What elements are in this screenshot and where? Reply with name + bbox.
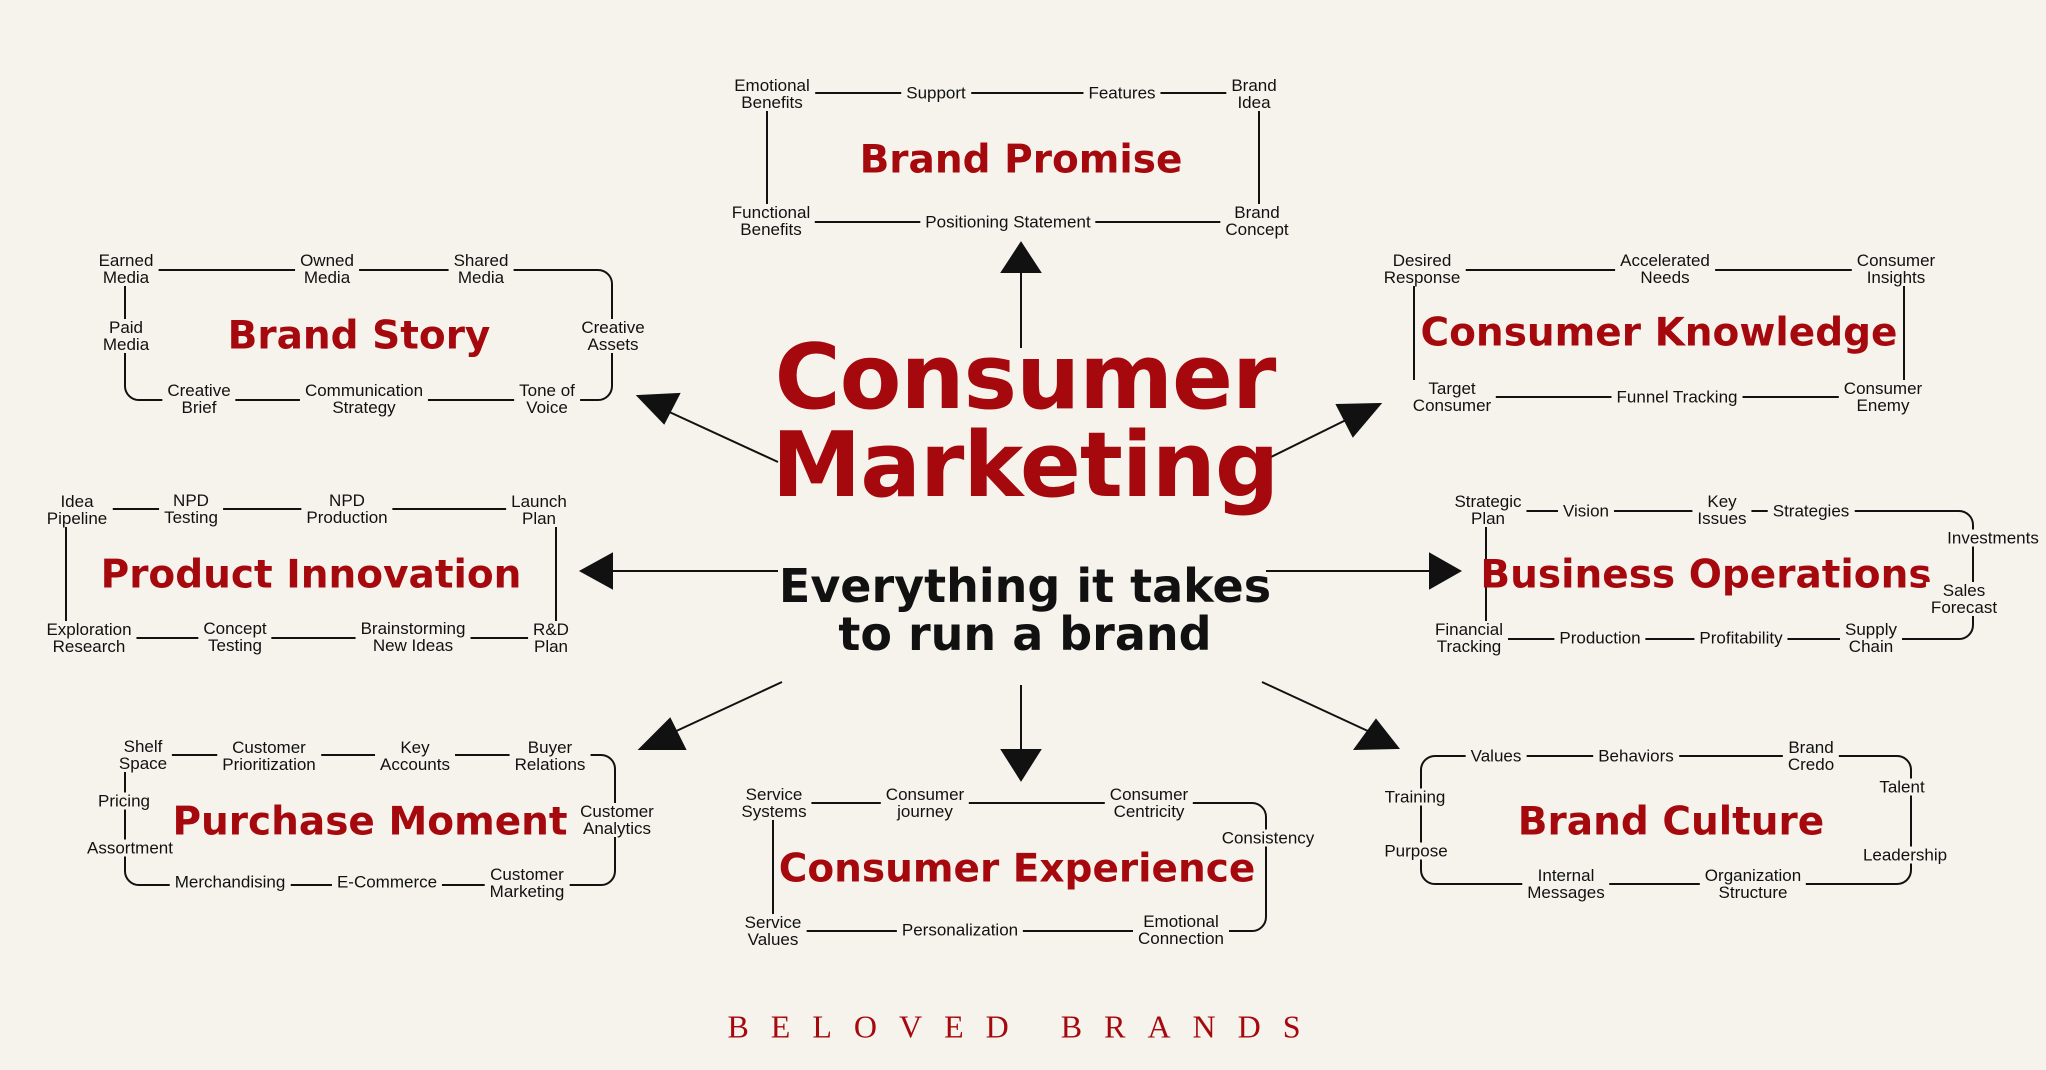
node-communication-strategy: Communication Strategy xyxy=(299,382,429,416)
node-consumer-centricity: Consumer Centricity xyxy=(1104,786,1194,820)
node-features: Features xyxy=(1083,84,1161,102)
node-brainstorming-new-ideas: Brainstorming New Ideas xyxy=(355,620,471,654)
consumer-knowledge-title: Consumer Knowledge xyxy=(1420,310,1898,356)
node-personalization: Personalization xyxy=(896,921,1024,939)
node-organization-structure: Organization Structure xyxy=(1699,867,1807,901)
node-shelf-space: Shelf Space xyxy=(113,738,173,772)
node-funnel-tracking: Funnel Tracking xyxy=(1611,388,1743,406)
node-positioning-statement: Positioning Statement xyxy=(920,213,1096,231)
node-emotional-connection: Emotional Connection xyxy=(1132,913,1230,947)
node-internal-messages: Internal Messages xyxy=(1522,867,1610,901)
node-concept-testing: Concept Testing xyxy=(198,620,272,654)
purchase-moment-title: Purchase Moment xyxy=(172,799,568,845)
node-assortment: Assortment xyxy=(82,839,178,857)
node-target-consumer: Target Consumer xyxy=(1407,380,1497,414)
node-behaviors: Behaviors xyxy=(1593,747,1679,765)
node-consumer-insights: Consumer Insights xyxy=(1851,252,1941,286)
node-profitability: Profitability xyxy=(1694,629,1788,647)
node-brand-idea: Brand Idea xyxy=(1226,77,1282,111)
node-consumer-journey: Consumer journey xyxy=(880,786,970,820)
footer-brand-logo: BELOVED BRANDS xyxy=(727,1008,1323,1045)
node-sales-forecast: Sales Forecast xyxy=(1925,582,2003,616)
arrowhead-brand-story xyxy=(635,392,681,425)
center-title: Consumer Marketing xyxy=(771,325,1280,518)
arrow-to-brand-story xyxy=(664,409,779,463)
node-service-values: Service Values xyxy=(739,914,807,948)
node-idea-pipeline: Idea Pipeline xyxy=(41,493,113,527)
node-strategies: Strategies xyxy=(1767,502,1855,520)
node-talent: Talent xyxy=(1874,778,1930,796)
brand-story-title: Brand Story xyxy=(227,313,491,359)
node-strategic-plan: Strategic Plan xyxy=(1449,493,1527,527)
node-earned-media: Earned Media xyxy=(93,252,159,286)
node-customer-marketing: Customer Marketing xyxy=(484,866,570,900)
node-consumer-enemy: Consumer Enemy xyxy=(1838,380,1928,414)
arrow-to-brand-culture xyxy=(1261,681,1371,733)
node-investments: Investments xyxy=(1942,529,2044,547)
node-rd-plan: R&D Plan xyxy=(528,621,574,655)
node-owned-media: Owned Media xyxy=(295,252,359,286)
node-functional-benefits: Functional Benefits xyxy=(726,204,816,238)
node-consistency: Consistency xyxy=(1216,829,1320,847)
node-merchandising: Merchandising xyxy=(169,873,291,891)
arrowhead-brand-promise xyxy=(1000,241,1042,273)
node-tone-of-voice: Tone of Voice xyxy=(514,382,580,416)
node-service-systems: Service Systems xyxy=(736,786,812,820)
node-purpose: Purpose xyxy=(1379,842,1453,860)
node-support: Support xyxy=(901,84,971,102)
node-brand-concept: Brand Concept xyxy=(1220,204,1294,238)
arrowhead-product-innovation xyxy=(578,552,613,590)
node-pricing: Pricing xyxy=(93,792,155,810)
node-creative-assets: Creative Assets xyxy=(576,319,650,353)
node-leadership: Leadership xyxy=(1857,846,1953,864)
node-creative-brief: Creative Brief xyxy=(162,382,236,416)
center-subtitle: Everything it takes to run a brand xyxy=(778,559,1272,661)
arrowhead-purchase-moment xyxy=(637,717,687,750)
arrowhead-brand-culture xyxy=(1353,718,1401,751)
node-values: Values xyxy=(1465,747,1527,765)
arrowhead-consumer-experience xyxy=(1000,749,1042,782)
product-innovation-title: Product Innovation xyxy=(100,552,522,598)
node-exploration-research: Exploration Research xyxy=(41,621,137,655)
brand-culture-title: Brand Culture xyxy=(1517,799,1825,845)
arrowhead-business-operations xyxy=(1429,552,1463,590)
node-financial-tracking: Financial Tracking xyxy=(1429,621,1509,655)
node-desired-response: Desired Response xyxy=(1378,252,1466,286)
node-emotional-benefits: Emotional Benefits xyxy=(729,77,815,111)
node-launch-plan: Launch Plan xyxy=(506,493,572,527)
brand-promise-title: Brand Promise xyxy=(859,137,1183,183)
node-production: Production xyxy=(1554,629,1646,647)
node-vision: Vision xyxy=(1558,502,1614,520)
node-training: Training xyxy=(1379,788,1451,806)
node-key-accounts: Key Accounts xyxy=(375,739,455,773)
consumer-experience-title: Consumer Experience xyxy=(778,846,1256,892)
node-key-issues: Key Issues xyxy=(1692,493,1752,527)
node-accelerated-needs: Accelerated Needs xyxy=(1615,252,1715,286)
node-buyer-relations: Buyer Relations xyxy=(509,739,591,773)
node-e-commerce: E-Commerce xyxy=(331,873,443,891)
node-npd-production: NPD Production xyxy=(301,492,393,526)
node-customer-analytics: Customer Analytics xyxy=(575,803,659,837)
business-operations-title: Business Operations xyxy=(1480,552,1932,598)
arrow-to-consumer-knowledge xyxy=(1264,417,1351,461)
arrowhead-consumer-knowledge xyxy=(1335,402,1383,438)
node-supply-chain: Supply Chain xyxy=(1840,621,1902,655)
node-brand-credo: Brand Credo xyxy=(1782,739,1840,773)
node-customer-prioritization: Customer Prioritization xyxy=(217,739,321,773)
arrow-to-purchase-moment xyxy=(671,681,783,734)
node-npd-testing: NPD Testing xyxy=(159,492,223,526)
node-paid-media: Paid Media xyxy=(97,319,155,353)
node-shared-media: Shared Media xyxy=(448,252,514,286)
